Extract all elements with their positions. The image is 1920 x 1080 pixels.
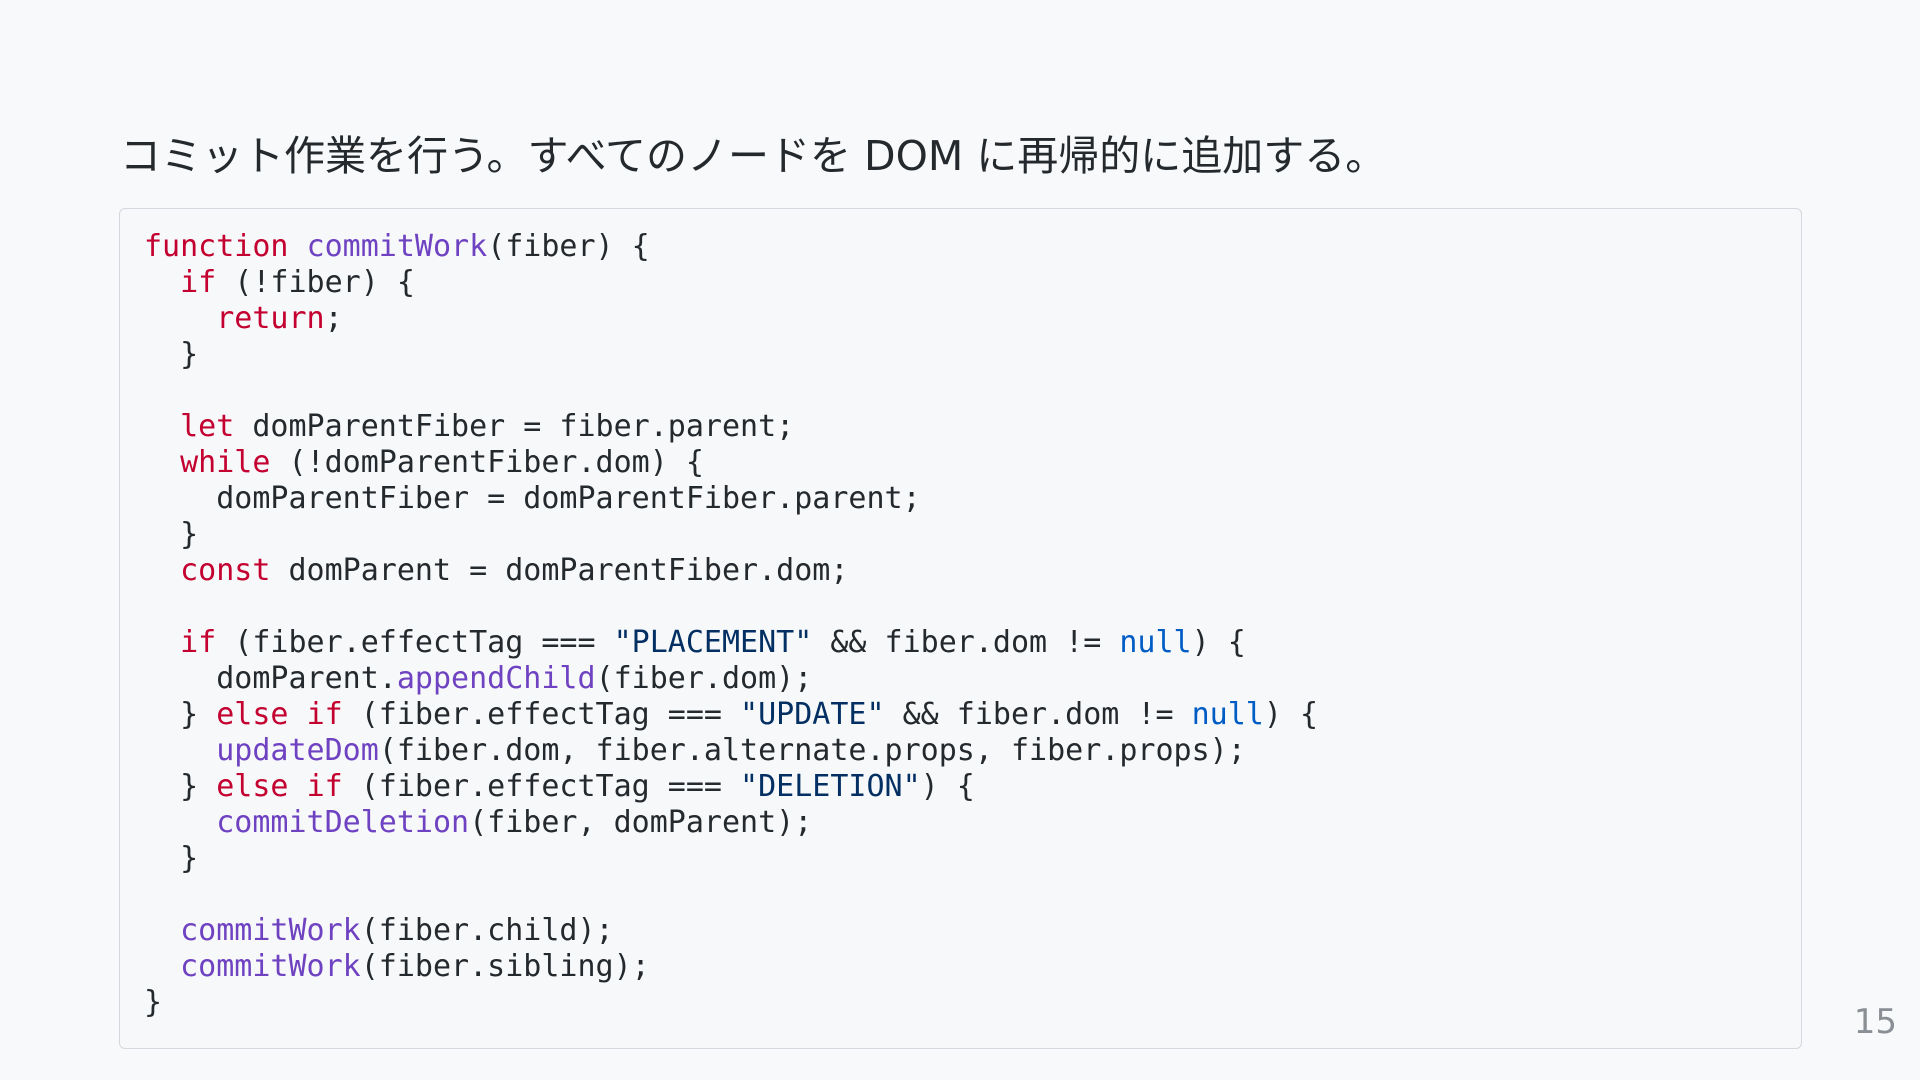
code-text: (fiber.effectTag === (342, 697, 741, 732)
code-keyword: return (216, 301, 325, 336)
code-text: (fiber.child); (360, 913, 614, 948)
code-line: return; (144, 301, 1777, 337)
code-line: } else if (fiber.effectTag === "DELETION… (144, 769, 1777, 805)
code-text (144, 805, 216, 840)
code-keyword: function (144, 229, 289, 264)
code-text: } (144, 769, 217, 804)
code-keyword: if (306, 769, 343, 804)
code-text: ) { (1191, 625, 1246, 660)
code-line: const domParent = domParentFiber.dom; (144, 553, 1777, 589)
code-string: "DELETION" (740, 769, 921, 804)
code-function-name: updateDom (216, 733, 379, 768)
code-keyword: let (180, 409, 235, 444)
code-line: ​ (144, 373, 1777, 409)
code-text: (fiber) { (487, 229, 650, 264)
page-number: 15 (1853, 1002, 1897, 1042)
code-line: domParent.appendChild(fiber.dom); (144, 661, 1777, 697)
code-keyword: else (216, 697, 289, 732)
code-keyword: else (216, 769, 289, 804)
code-text (144, 265, 180, 300)
code-text (289, 229, 307, 264)
code-text: (fiber.dom); (595, 661, 813, 696)
code-text: } (144, 985, 163, 1020)
code-function-name: commitDeletion (216, 805, 470, 840)
code-text: } (144, 697, 217, 732)
code-line: } (144, 517, 1777, 553)
code-line: while (!domParentFiber.dom) { (144, 445, 1777, 481)
code-text (144, 409, 180, 444)
code-keyword: if (180, 265, 217, 300)
code-text: ) { (920, 769, 975, 804)
code-line: ​ (144, 589, 1777, 625)
slide-heading: コミット作業を行う。すべてのノードを DOM に再帰的に追加する。 (120, 132, 1387, 180)
code-text (144, 301, 216, 336)
code-line: } else if (fiber.effectTag === "UPDATE" … (144, 697, 1777, 733)
code-text: domParent. (144, 661, 397, 696)
code-line: let domParentFiber = fiber.parent; (144, 409, 1777, 445)
code-block: function commitWork(fiber) { if (!fiber)… (119, 208, 1802, 1049)
code-line: if (!fiber) { (144, 265, 1777, 301)
code-text (144, 445, 180, 480)
code-text (144, 733, 216, 768)
code-function-name: commitWork (180, 913, 361, 948)
code-line: commitWork(fiber.child); (144, 913, 1777, 949)
code-line: ​ (144, 877, 1777, 913)
code-text (289, 697, 307, 732)
code-text: (fiber.sibling); (360, 949, 650, 984)
code-literal: null (1191, 697, 1264, 732)
code-text (144, 553, 180, 588)
code-function-name: commitWork (306, 229, 488, 264)
code-line: function commitWork(fiber) { (144, 229, 1777, 265)
code-string: "UPDATE" (740, 697, 885, 732)
code-keyword: if (180, 625, 217, 660)
code-keyword: if (306, 697, 343, 732)
code-text: domParentFiber = domParentFiber.parent; (144, 481, 921, 516)
code-text: ) { (1263, 697, 1319, 732)
code-text: && fiber.dom != (884, 697, 1192, 732)
code-line: } (144, 985, 1777, 1021)
code-line: if (fiber.effectTag === "PLACEMENT" && f… (144, 625, 1777, 661)
code-text: } (144, 841, 199, 876)
code-text: domParentFiber = fiber.parent; (234, 409, 795, 444)
code-line: commitDeletion(fiber, domParent); (144, 805, 1777, 841)
code-line: } (144, 337, 1777, 373)
code-text: (fiber.dom, fiber.alternate.props, fiber… (378, 733, 1246, 768)
code-text: } (144, 337, 199, 372)
code-text (144, 949, 180, 984)
code-text (144, 913, 180, 948)
code-literal: null (1119, 625, 1192, 660)
code-text: domParent = domParentFiber.dom; (270, 553, 849, 588)
code-text: (fiber, domParent); (469, 805, 813, 840)
code-function-name: appendChild (396, 661, 596, 696)
code-keyword: while (180, 445, 271, 480)
code-text: ; (324, 301, 343, 336)
code-keyword: const (180, 553, 271, 588)
code-text: (!domParentFiber.dom) { (270, 445, 704, 480)
code-line: commitWork(fiber.sibling); (144, 949, 1777, 985)
code-text: (fiber.effectTag === (342, 769, 741, 804)
code-text (144, 625, 180, 660)
code-function-name: commitWork (180, 949, 361, 984)
code-line: domParentFiber = domParentFiber.parent; (144, 481, 1777, 517)
code-text: && fiber.dom != (812, 625, 1120, 660)
code-text (289, 769, 307, 804)
code-line: updateDom(fiber.dom, fiber.alternate.pro… (144, 733, 1777, 769)
code-text: } (144, 517, 199, 552)
code-text: (fiber.effectTag === (216, 625, 614, 660)
code-string: "PLACEMENT" (613, 625, 813, 660)
code-line: } (144, 841, 1777, 877)
code-text: (!fiber) { (216, 265, 415, 300)
